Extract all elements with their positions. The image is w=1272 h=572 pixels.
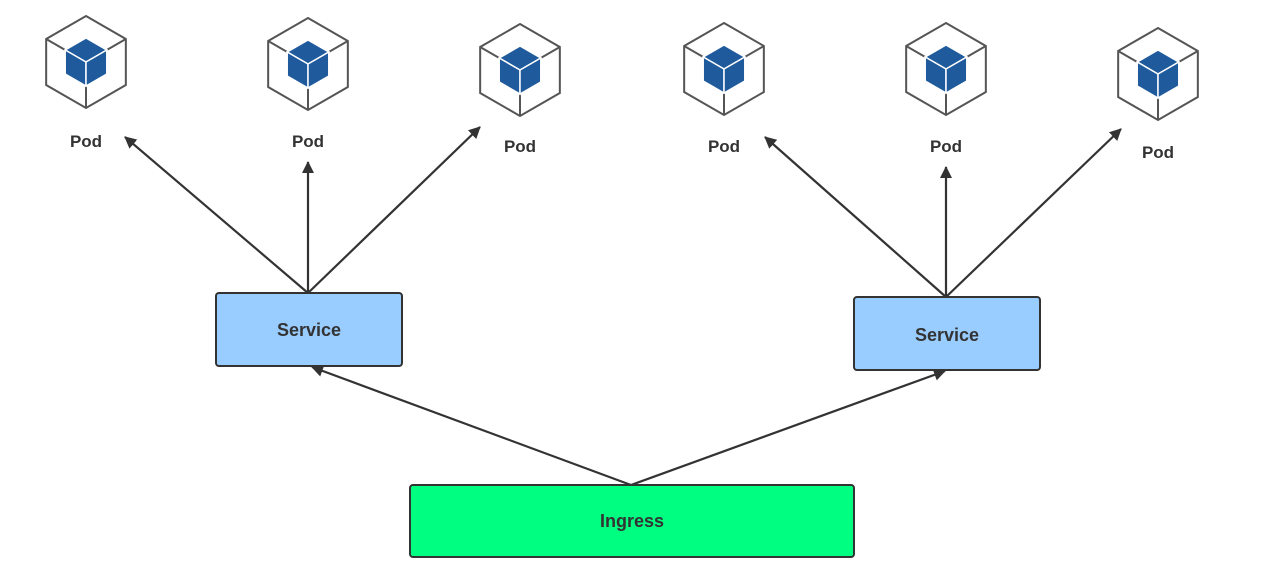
kubernetes-pod-cube-icon bbox=[905, 21, 987, 117]
pod-node-2[interactable]: Pod bbox=[267, 16, 349, 151]
service-label: Service bbox=[277, 320, 341, 340]
service-node-right[interactable]: Service bbox=[853, 296, 1041, 371]
kubernetes-pod-cube-icon bbox=[1117, 26, 1199, 122]
edge-service-right-to-pod-4 bbox=[764, 136, 947, 298]
edge-service-left-to-pod-1 bbox=[124, 136, 309, 294]
pod-node-6[interactable]: Pod bbox=[1117, 26, 1199, 162]
pod-node-1[interactable]: Pod bbox=[45, 14, 127, 151]
edges bbox=[124, 126, 1122, 487]
edge-ingress-to-service-right bbox=[630, 369, 946, 487]
edge-ingress-to-service-left bbox=[311, 365, 632, 487]
pod-node-4[interactable]: Pod bbox=[683, 21, 765, 156]
pod-label: Pod bbox=[504, 137, 536, 156]
pod-label: Pod bbox=[292, 132, 324, 151]
ingress-node[interactable]: Ingress bbox=[409, 484, 855, 558]
edge-service-right-to-pod-6 bbox=[945, 128, 1122, 298]
edge-service-left-to-pod-3 bbox=[307, 126, 481, 294]
ingress-label: Ingress bbox=[600, 511, 664, 531]
kubernetes-pod-cube-icon bbox=[267, 16, 349, 112]
pod-node-3[interactable]: Pod bbox=[479, 22, 561, 156]
kubernetes-pod-cube-icon bbox=[479, 22, 561, 118]
pod-node-5[interactable]: Pod bbox=[905, 21, 987, 156]
service-node-left[interactable]: Service bbox=[215, 292, 403, 367]
pod-label: Pod bbox=[930, 137, 962, 156]
service-label: Service bbox=[915, 325, 979, 345]
pod-label: Pod bbox=[70, 132, 102, 151]
pod-label: Pod bbox=[708, 137, 740, 156]
pod-label: Pod bbox=[1142, 143, 1174, 162]
kubernetes-pod-cube-icon bbox=[45, 14, 127, 110]
kubernetes-pod-cube-icon bbox=[683, 21, 765, 117]
